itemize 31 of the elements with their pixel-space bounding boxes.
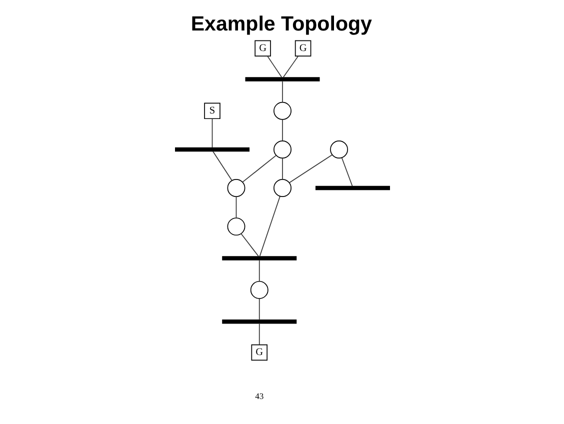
- node-circle: [273, 140, 291, 158]
- node-bar: [222, 320, 296, 324]
- connector: [242, 155, 276, 182]
- connector: [258, 298, 260, 320]
- node-circle: [250, 280, 268, 299]
- connector: [235, 196, 236, 218]
- node-bar: [244, 77, 320, 82]
- connector: [258, 323, 260, 345]
- connector: [258, 260, 260, 282]
- node-circle: [330, 140, 348, 158]
- node-circle: [226, 179, 245, 197]
- connector: [266, 56, 282, 78]
- node-circle: [226, 218, 245, 236]
- node-box: G: [254, 40, 270, 57]
- connector: [282, 56, 298, 78]
- diagram-title: Example Topology: [190, 12, 372, 36]
- label: 43: [254, 391, 264, 402]
- connector: [340, 157, 352, 187]
- connector: [240, 233, 259, 257]
- node-circle: [273, 179, 291, 197]
- node-bar: [314, 186, 390, 190]
- node-bar: [222, 256, 296, 260]
- node-box: S: [204, 102, 220, 120]
- connector: [258, 196, 280, 257]
- node-box: G: [250, 344, 267, 361]
- connector: [211, 118, 212, 148]
- connector: [288, 154, 332, 184]
- node-bar: [174, 147, 250, 152]
- node-box: G: [294, 40, 311, 57]
- connector: [212, 150, 232, 181]
- node-circle: [273, 102, 291, 120]
